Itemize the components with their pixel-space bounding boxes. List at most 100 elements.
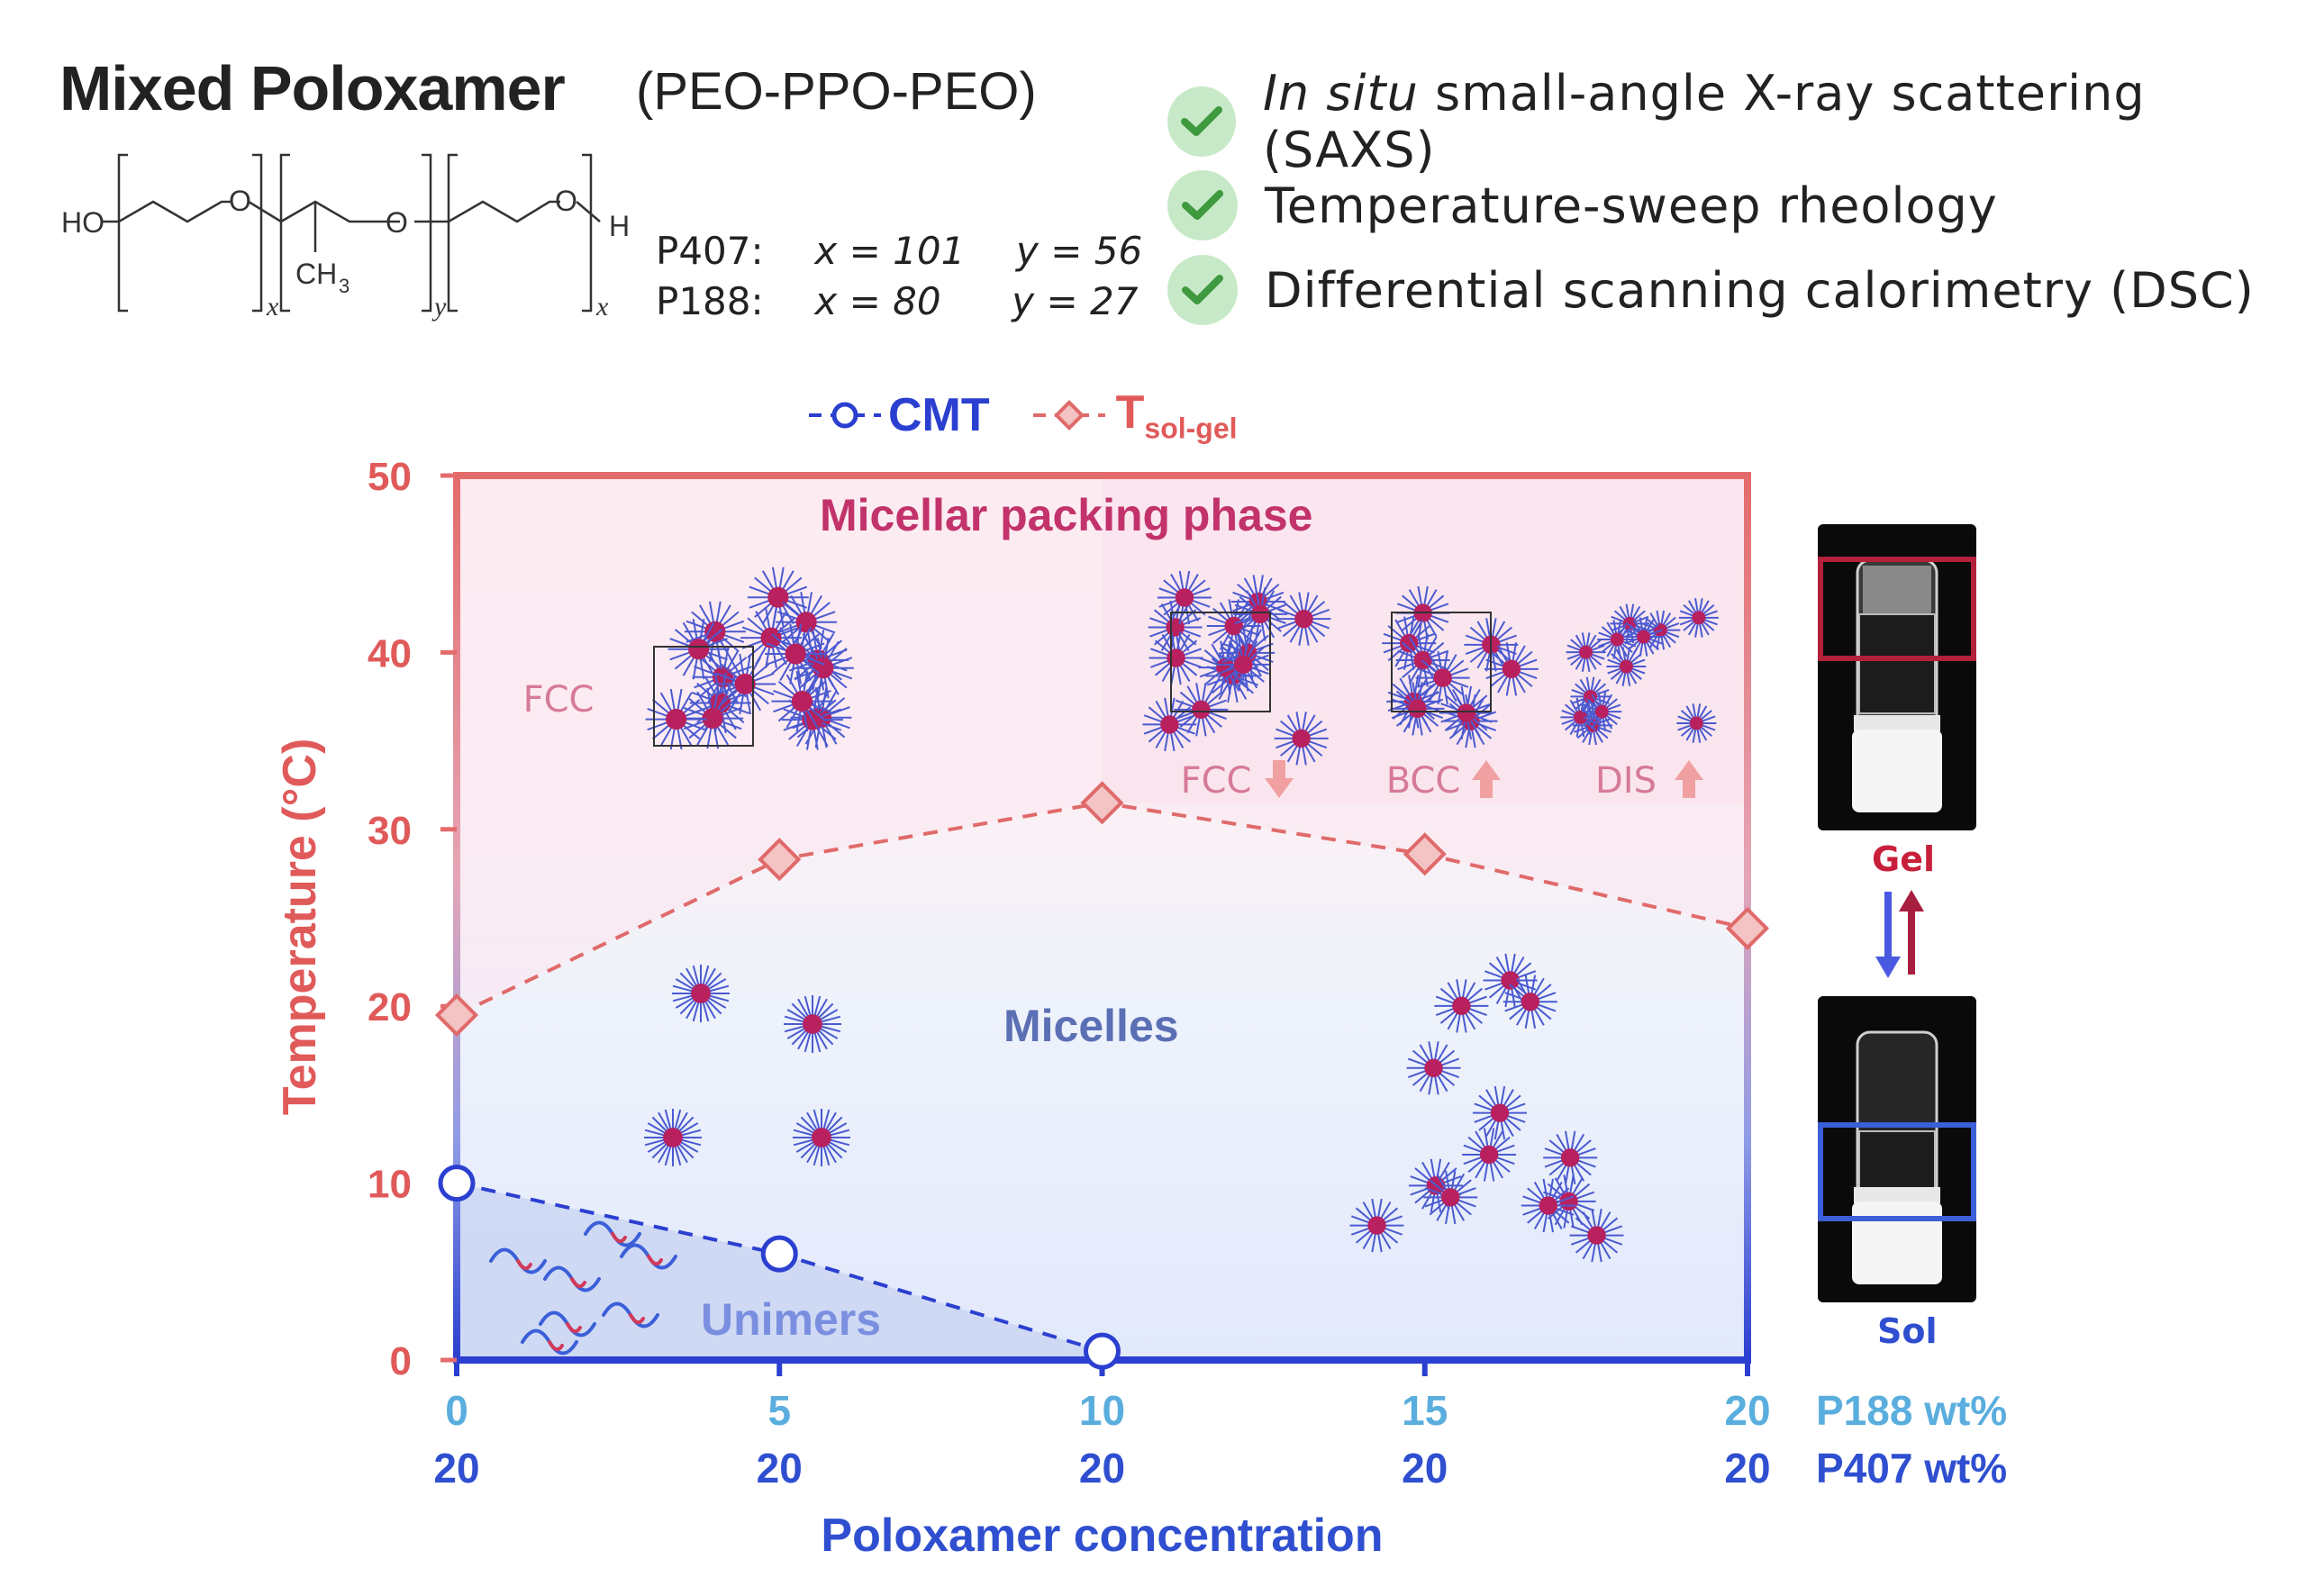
figure-subtitle: (PEO-PPO-PEO) xyxy=(636,62,1037,121)
x-tick-label: 20 xyxy=(757,1445,803,1492)
structure-label-bcc: BCC xyxy=(1386,760,1461,802)
h-label: H xyxy=(609,210,630,242)
legend-cmt: CMT xyxy=(888,389,990,442)
y-subscript: y xyxy=(431,292,447,322)
region-label-micelles: Micelles xyxy=(1003,1001,1179,1051)
param-x: x = 80 xyxy=(814,279,941,323)
method-text: Differential scanning calorimetry (DSC) xyxy=(1265,261,2255,319)
trend-down-icon xyxy=(1273,760,1285,780)
trend-up-arrowhead xyxy=(1472,760,1501,780)
structure-label-fcc: FCC xyxy=(1181,760,1252,802)
unimer-chains xyxy=(489,1220,677,1356)
y-tick-label: 20 xyxy=(368,985,412,1029)
trend-up-icon xyxy=(1683,778,1695,798)
check-icon xyxy=(1167,255,1238,325)
tsolgel-legend-marker xyxy=(1032,400,1105,431)
x-row-label: P188 wt% xyxy=(1816,1387,2007,1434)
micelle-4 xyxy=(793,1109,850,1166)
fcc-lattice-illustration-left xyxy=(645,567,854,750)
x-axis-title: Poloxamer concentration xyxy=(821,1510,1383,1562)
param-row-p407: P407: x = 101 y = 56 xyxy=(656,229,1142,273)
poloxamer-structure: HO O O O H CH 3 x y x xyxy=(61,153,630,322)
bcc-lattice-illustration xyxy=(1382,585,1539,748)
chart-legend: CMT Tsol-gel xyxy=(807,385,1238,445)
x-tick-label: 0 xyxy=(445,1387,468,1434)
sol-highlight-box xyxy=(1818,1122,1976,1221)
y-axis-title: Temperature (°C) xyxy=(274,739,326,1116)
sol-vial-photo xyxy=(1818,996,1976,1302)
cmt-point xyxy=(438,1165,476,1202)
gel-label: Gel xyxy=(1872,839,1935,879)
sol-label: Sol xyxy=(1877,1311,1938,1351)
gel-highlight-box xyxy=(1818,557,1976,661)
structure-label-dis: DIS xyxy=(1595,760,1657,802)
param-x: x = 101 xyxy=(814,229,966,273)
tsolgel-point xyxy=(434,993,479,1038)
method-item-dsc: Differential scanning calorimetry (DSC) xyxy=(1167,254,2255,326)
micelle-cluster-right xyxy=(1349,953,1624,1263)
y-tick-label: 10 xyxy=(368,1163,412,1207)
x-row-label: P407 wt% xyxy=(1816,1445,2007,1492)
x-tick-label: 20 xyxy=(1724,1445,1770,1492)
dis-illustration xyxy=(1560,598,1719,746)
trend-up-icon xyxy=(1480,778,1493,798)
tsolgel-point xyxy=(1080,781,1124,825)
x-tick-label: 20 xyxy=(433,1445,479,1492)
tsolgel-point xyxy=(758,838,802,882)
x-tick-label: 20 xyxy=(1079,1445,1125,1492)
x-tick-label: 15 xyxy=(1402,1387,1448,1434)
method-item-rheology: Temperature-sweep rheology xyxy=(1167,169,1998,241)
ch3-subscript: 3 xyxy=(339,275,350,297)
x-tick-label: 20 xyxy=(1402,1445,1448,1492)
region-label-packing: Micellar packing phase xyxy=(820,490,1313,540)
method-text: Temperature-sweep rheology xyxy=(1265,177,1998,234)
x-tick-label: 10 xyxy=(1079,1387,1125,1434)
cmt-point xyxy=(760,1235,798,1273)
legend-t: T xyxy=(1115,386,1145,439)
tsolgel-point xyxy=(1403,832,1447,876)
gel-vial-photo xyxy=(1818,524,1976,830)
param-y: y = 56 xyxy=(1016,229,1143,273)
x-tick-label: 5 xyxy=(767,1387,791,1434)
trend-down-arrowhead xyxy=(1265,778,1294,798)
x-tick-label: 20 xyxy=(1724,1387,1770,1434)
tsolgel-point xyxy=(1725,906,1770,950)
fcc-lattice-illustration xyxy=(1142,570,1331,766)
method-item-saxs: In situ small-angle X-ray scattering (SA… xyxy=(1167,65,2306,178)
param-y: y = 27 xyxy=(1012,279,1139,323)
micelle-2 xyxy=(784,995,841,1053)
ch-label: CH xyxy=(295,258,337,290)
x-subscript-1: x xyxy=(266,292,279,322)
check-icon xyxy=(1167,170,1238,240)
ho-label: HO xyxy=(61,206,104,239)
x-subscript-2: x xyxy=(595,292,609,322)
fcc-unit-cell xyxy=(1170,612,1271,712)
y-tick-label: 0 xyxy=(390,1339,412,1383)
o-label-3: O xyxy=(555,185,577,217)
check-icon xyxy=(1167,86,1236,157)
cmt-legend-marker xyxy=(809,402,881,429)
fcc-unit-cell-left xyxy=(653,646,754,747)
micelle-illustrations xyxy=(489,567,1719,1356)
param-row-p188: P188: x = 80 y = 27 xyxy=(656,279,1139,323)
y-tick-label: 50 xyxy=(368,455,412,499)
cmt-point xyxy=(1084,1332,1121,1370)
micelle-1 xyxy=(672,965,730,1022)
method-text: small-angle X-ray scattering (SAXS) xyxy=(1262,65,2146,178)
figure-title: Mixed Poloxamer xyxy=(59,53,566,123)
y-tick-label: 40 xyxy=(368,631,412,676)
structure-label-fcc_left: FCC xyxy=(523,679,595,721)
y-tick-label: 30 xyxy=(368,809,412,853)
o-label-1: O xyxy=(229,185,251,217)
trend-up-arrowhead xyxy=(1675,760,1703,780)
region-label-unimers: Unimers xyxy=(701,1294,882,1345)
legend-tsolgel: Tsol-gel xyxy=(1116,385,1238,445)
param-name: P407: xyxy=(656,229,764,273)
bcc-unit-cell xyxy=(1391,612,1492,712)
o-label-2: O xyxy=(386,206,408,239)
sol-gel-transition-arrows xyxy=(1875,890,1924,978)
legend-t-sub: sol-gel xyxy=(1144,412,1238,445)
param-name: P188: xyxy=(656,279,764,323)
method-italic: In situ xyxy=(1262,65,1419,122)
